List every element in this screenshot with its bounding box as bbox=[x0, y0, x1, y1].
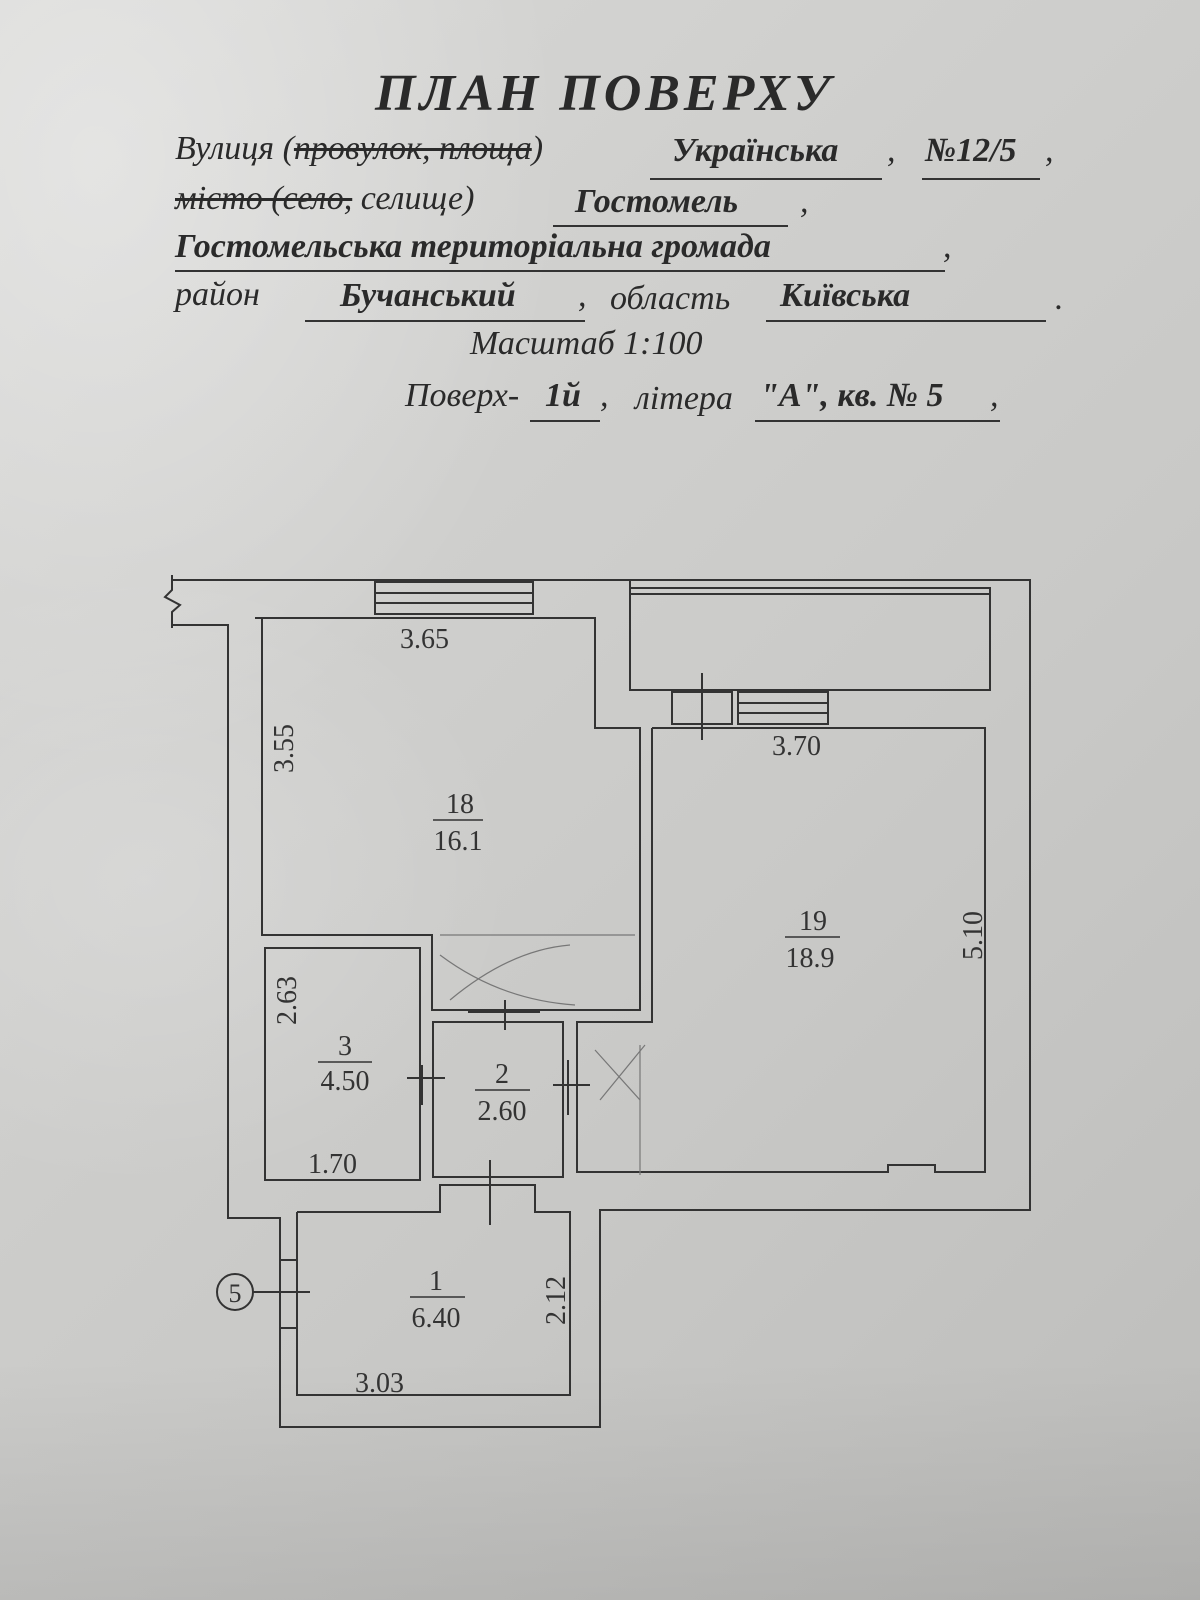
comma-3: , bbox=[800, 183, 809, 220]
comma-6: , bbox=[600, 377, 609, 414]
window-room-19 bbox=[737, 691, 829, 725]
region-label: область bbox=[610, 280, 731, 317]
district-label: район bbox=[175, 276, 260, 313]
number-underline bbox=[922, 178, 1040, 180]
dim-room18-width: 3.65 bbox=[400, 624, 449, 655]
street-label: Вулиця ( bbox=[175, 130, 294, 167]
dim-room19-width: 3.70 bbox=[772, 731, 821, 762]
district-underline bbox=[305, 320, 585, 322]
room-2-outline bbox=[432, 1021, 564, 1178]
outer-wall bbox=[172, 579, 1031, 1428]
room-2-area: 2.60 bbox=[478, 1096, 527, 1127]
period: . bbox=[1055, 280, 1064, 317]
comma-7: , bbox=[990, 377, 999, 414]
comma-4: , bbox=[943, 228, 952, 265]
dim-room19-depth: 5.10 bbox=[958, 911, 989, 960]
comma-1: , bbox=[887, 132, 896, 169]
room-1-number: 1 bbox=[429, 1266, 443, 1297]
room-18-number: 18 bbox=[446, 789, 474, 820]
street-close: ) bbox=[531, 130, 544, 167]
community: Гостомельська територіальна громада bbox=[175, 228, 771, 265]
floor-value: 1й bbox=[545, 377, 581, 414]
city-struck-text: місто (село, bbox=[175, 180, 353, 217]
street-value: Українська bbox=[672, 132, 839, 169]
city-label: селище) bbox=[360, 180, 475, 217]
dim-room1-width: 3.03 bbox=[355, 1368, 404, 1399]
room-18-outline bbox=[255, 617, 641, 1011]
region-underline bbox=[766, 320, 1046, 322]
window-room-18 bbox=[374, 581, 534, 615]
room-19-number: 19 bbox=[799, 906, 827, 937]
dim-room3-depth: 2.63 bbox=[272, 976, 303, 1025]
pencil-marks bbox=[439, 934, 646, 1175]
letter-underline bbox=[755, 420, 1000, 422]
floor-underline bbox=[530, 420, 600, 422]
room-1-outline bbox=[296, 1184, 571, 1396]
wall-break-symbol bbox=[163, 575, 182, 628]
dim-room18-depth: 3.55 bbox=[269, 724, 300, 773]
room-2-number: 2 bbox=[495, 1059, 509, 1090]
room-19-area: 18.9 bbox=[786, 943, 835, 974]
city-line: місто (село, селище) bbox=[175, 180, 474, 218]
scale: Масштаб 1:100 bbox=[470, 325, 703, 362]
street-underline bbox=[650, 178, 882, 180]
room-1-area: 6.40 bbox=[412, 1303, 461, 1334]
room-18-area: 16.1 bbox=[434, 826, 483, 857]
comma-5: , bbox=[578, 277, 587, 314]
street-struck-text: провулок, площа bbox=[293, 130, 532, 167]
floor-plan-drawing: 5 18 16.1 19 18.9 3 4.50 2 2.60 1 6.40 3… bbox=[163, 575, 1031, 1428]
floor-label: Поверх- bbox=[405, 377, 520, 414]
letter-label: літера bbox=[635, 380, 733, 417]
district-value: Бучанський bbox=[340, 277, 516, 314]
entrance-marker-label: 5 bbox=[229, 1279, 242, 1308]
building-number: №12/5 bbox=[925, 132, 1017, 169]
room-3-area: 4.50 bbox=[321, 1066, 370, 1097]
room-3-outline bbox=[264, 947, 421, 1181]
page-title: ПЛАН ПОВЕРХУ bbox=[375, 65, 834, 122]
city-underline bbox=[553, 225, 788, 227]
city-value: Гостомель bbox=[575, 183, 739, 220]
dim-room3-width: 1.70 bbox=[308, 1149, 357, 1180]
region-value: Київська bbox=[780, 277, 911, 314]
dim-room1-depth: 2.12 bbox=[541, 1276, 572, 1325]
room-3-number: 3 bbox=[338, 1031, 352, 1062]
comma-2: , bbox=[1045, 132, 1054, 169]
community-underline bbox=[175, 270, 945, 272]
balcony-outline bbox=[629, 580, 991, 691]
room-19-outline bbox=[576, 727, 986, 1173]
letter-value: "А", кв. № 5 bbox=[760, 377, 944, 414]
street-line: Вулиця (провулок, площа) bbox=[175, 130, 543, 168]
